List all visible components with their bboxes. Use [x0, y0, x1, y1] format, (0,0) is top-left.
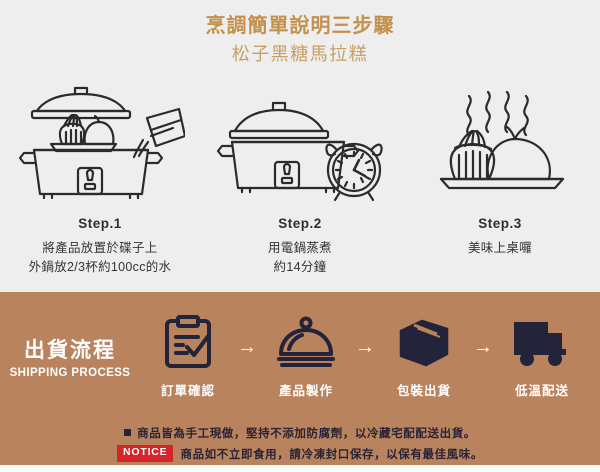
rice-cooker-closed-with-alarm-clock-icon: [216, 101, 383, 202]
step-2-desc-line-1: 用電鍋蒸煮: [267, 241, 332, 255]
step-3-illustration: [400, 84, 600, 202]
shipping-heading-en: SHIPPING PROCESS: [9, 366, 131, 379]
rice-cooker-open-with-plate-and-measuring-cup-icon: [18, 86, 185, 200]
flow-arrow-icon-1: →: [237, 336, 257, 358]
flow-icon-wrap-3: [378, 313, 470, 371]
flow-arrow-icon-2: →: [355, 336, 375, 358]
flow-label-1: 訂單確認: [160, 384, 215, 398]
step-3-desc-line-1: 美味上桌囉: [467, 241, 532, 255]
step-2-description: 用電鍋蒸煮 約14分鐘: [200, 239, 400, 278]
steaming-buns-on-plate-icon: [439, 90, 565, 190]
shipping-flow-list: 訂單確認 → 產品製作: [140, 313, 600, 399]
shipping-heading-cn: 出貨流程: [24, 338, 116, 362]
notice-section: 商品皆為手工現做，堅持不添加防腐劑，以冷藏宅配配送出貨。 NOTICE 商品如不…: [0, 420, 600, 465]
shipping-process-heading: 出貨流程 SHIPPING PROCESS: [0, 334, 140, 379]
flow-item-order-confirmation: 訂單確認: [142, 313, 234, 399]
flow-icon-wrap-1: [142, 313, 234, 371]
page-title: 烹調簡單說明三步驟: [205, 15, 395, 37]
flow-label-2: 產品製作: [278, 384, 333, 398]
step-3-description: 美味上桌囉: [400, 239, 600, 258]
flow-label-3: 包裝出貨: [396, 384, 451, 398]
flow-icon-wrap-4: [496, 313, 588, 371]
header-block: 烹調簡單說明三步驟 松子黑糖馬拉糕: [0, 0, 600, 66]
clipboard-check-icon: [165, 315, 211, 368]
step-1-label: Step.1: [78, 216, 122, 231]
flow-item-packing-shipment: 包裝出貨: [378, 313, 470, 399]
notice-badge: NOTICE: [117, 445, 174, 462]
step-item-2: Step.2 用電鍋蒸煮 約14分鐘: [200, 84, 400, 278]
step-2-illustration: [200, 84, 400, 202]
steps-list: Step.1 將產品放置於碟子上 外鍋放2/3杯約100cc的水: [0, 84, 600, 278]
page-subtitle: 松子黑糖馬拉糕: [231, 44, 369, 64]
flow-item-product-making: 產品製作: [260, 313, 352, 399]
step-item-1: Step.1 將產品放置於碟子上 外鍋放2/3杯約100cc的水: [0, 84, 200, 278]
package-box-icon: [399, 319, 449, 367]
shipping-process-section: 出貨流程 SHIPPING PROCESS: [0, 292, 600, 420]
notice-line-2: 商品如不立即食用，請冷凍封口保存，以保有最佳風味。: [180, 448, 483, 461]
notice-row-2: NOTICE 商品如不立即食用，請冷凍封口保存，以保有最佳風味。: [0, 443, 600, 464]
flow-item-cold-delivery: 低溫配送: [496, 313, 588, 399]
delivery-truck-icon: [514, 322, 566, 366]
cloche-food-cover-icon: [277, 316, 335, 367]
notice-line-1: 商品皆為手工現做，堅持不添加防腐劑，以冷藏宅配配送出貨。: [137, 427, 476, 440]
step-item-3: Step.3 美味上桌囉: [400, 84, 600, 258]
flow-icon-wrap-2: [260, 313, 352, 371]
flow-label-4: 低溫配送: [514, 384, 569, 398]
cooking-steps-section: 烹調簡單說明三步驟 松子黑糖馬拉糕: [0, 0, 600, 292]
step-2-label: Step.2: [278, 216, 322, 231]
step-1-illustration: [0, 84, 200, 202]
flow-arrow-icon-3: →: [473, 336, 493, 358]
step-3-label: Step.3: [478, 216, 522, 231]
footer-strip: [0, 465, 600, 472]
bullet-square-icon: [124, 429, 132, 436]
step-1-desc-line-1: 將產品放置於碟子上: [42, 241, 158, 255]
step-2-desc-line-2: 約14分鐘: [273, 260, 327, 275]
notice-row-1: 商品皆為手工現做，堅持不添加防腐劑，以冷藏宅配配送出貨。: [0, 422, 600, 443]
step-1-description: 將產品放置於碟子上 外鍋放2/3杯約100cc的水: [0, 239, 200, 278]
step-1-desc-line-2: 外鍋放2/3杯約100cc的水: [28, 260, 172, 275]
